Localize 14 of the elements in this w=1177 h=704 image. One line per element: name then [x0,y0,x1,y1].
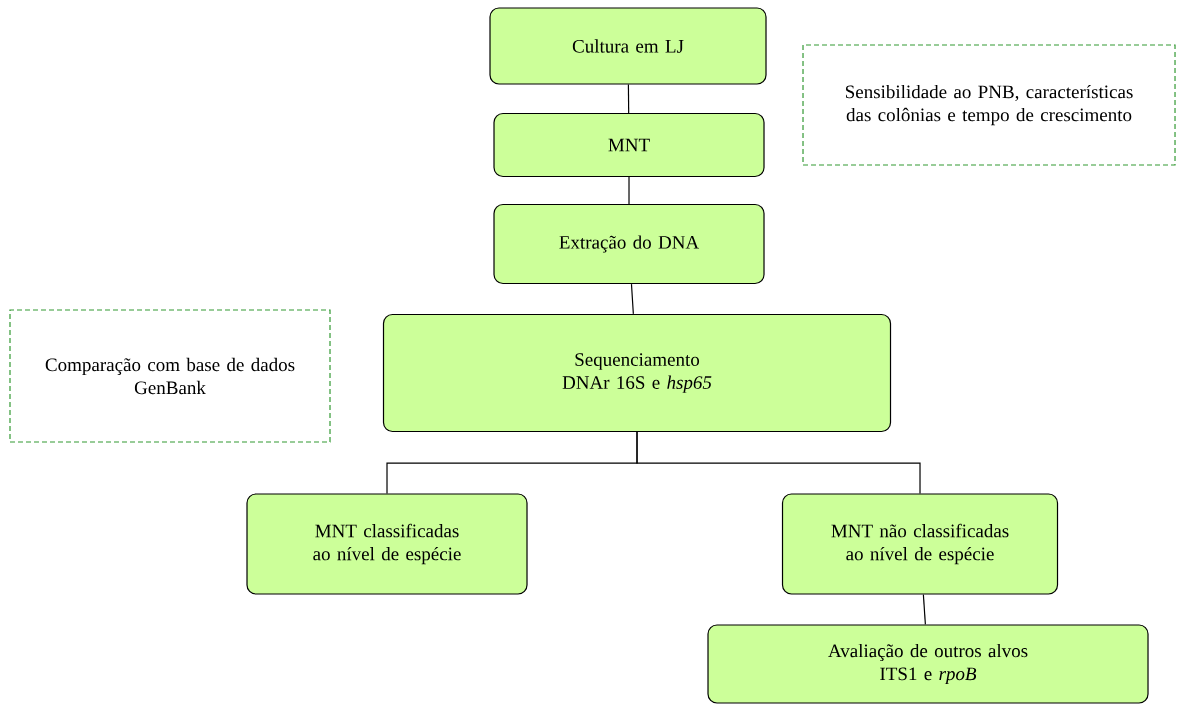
connector-line [628,176,630,205]
connector-line [630,283,634,315]
process-box: Extração do DNA [493,203,765,285]
note-box: Sensibilidade ao PNB, características das colônias e tempo de crescimento [802,44,1176,166]
process-box: Avaliação de outros alvos ITS1 e rpoB [707,624,1149,704]
connector-line [636,431,921,494]
process-box: MNT [493,112,765,178]
process-box: Sequenciamento DNAr 16S e hsp65 [382,313,892,433]
note-box: Comparação com base de dados GenBank [9,309,331,443]
process-box: MNT não classificadas ao nível de espécie [781,493,1059,595]
process-box: MNT classificadas ao nível de espécie [246,493,528,595]
connector-line [922,594,926,625]
process-box: Cultura em LJ [489,7,767,85]
connector-line [627,84,630,114]
